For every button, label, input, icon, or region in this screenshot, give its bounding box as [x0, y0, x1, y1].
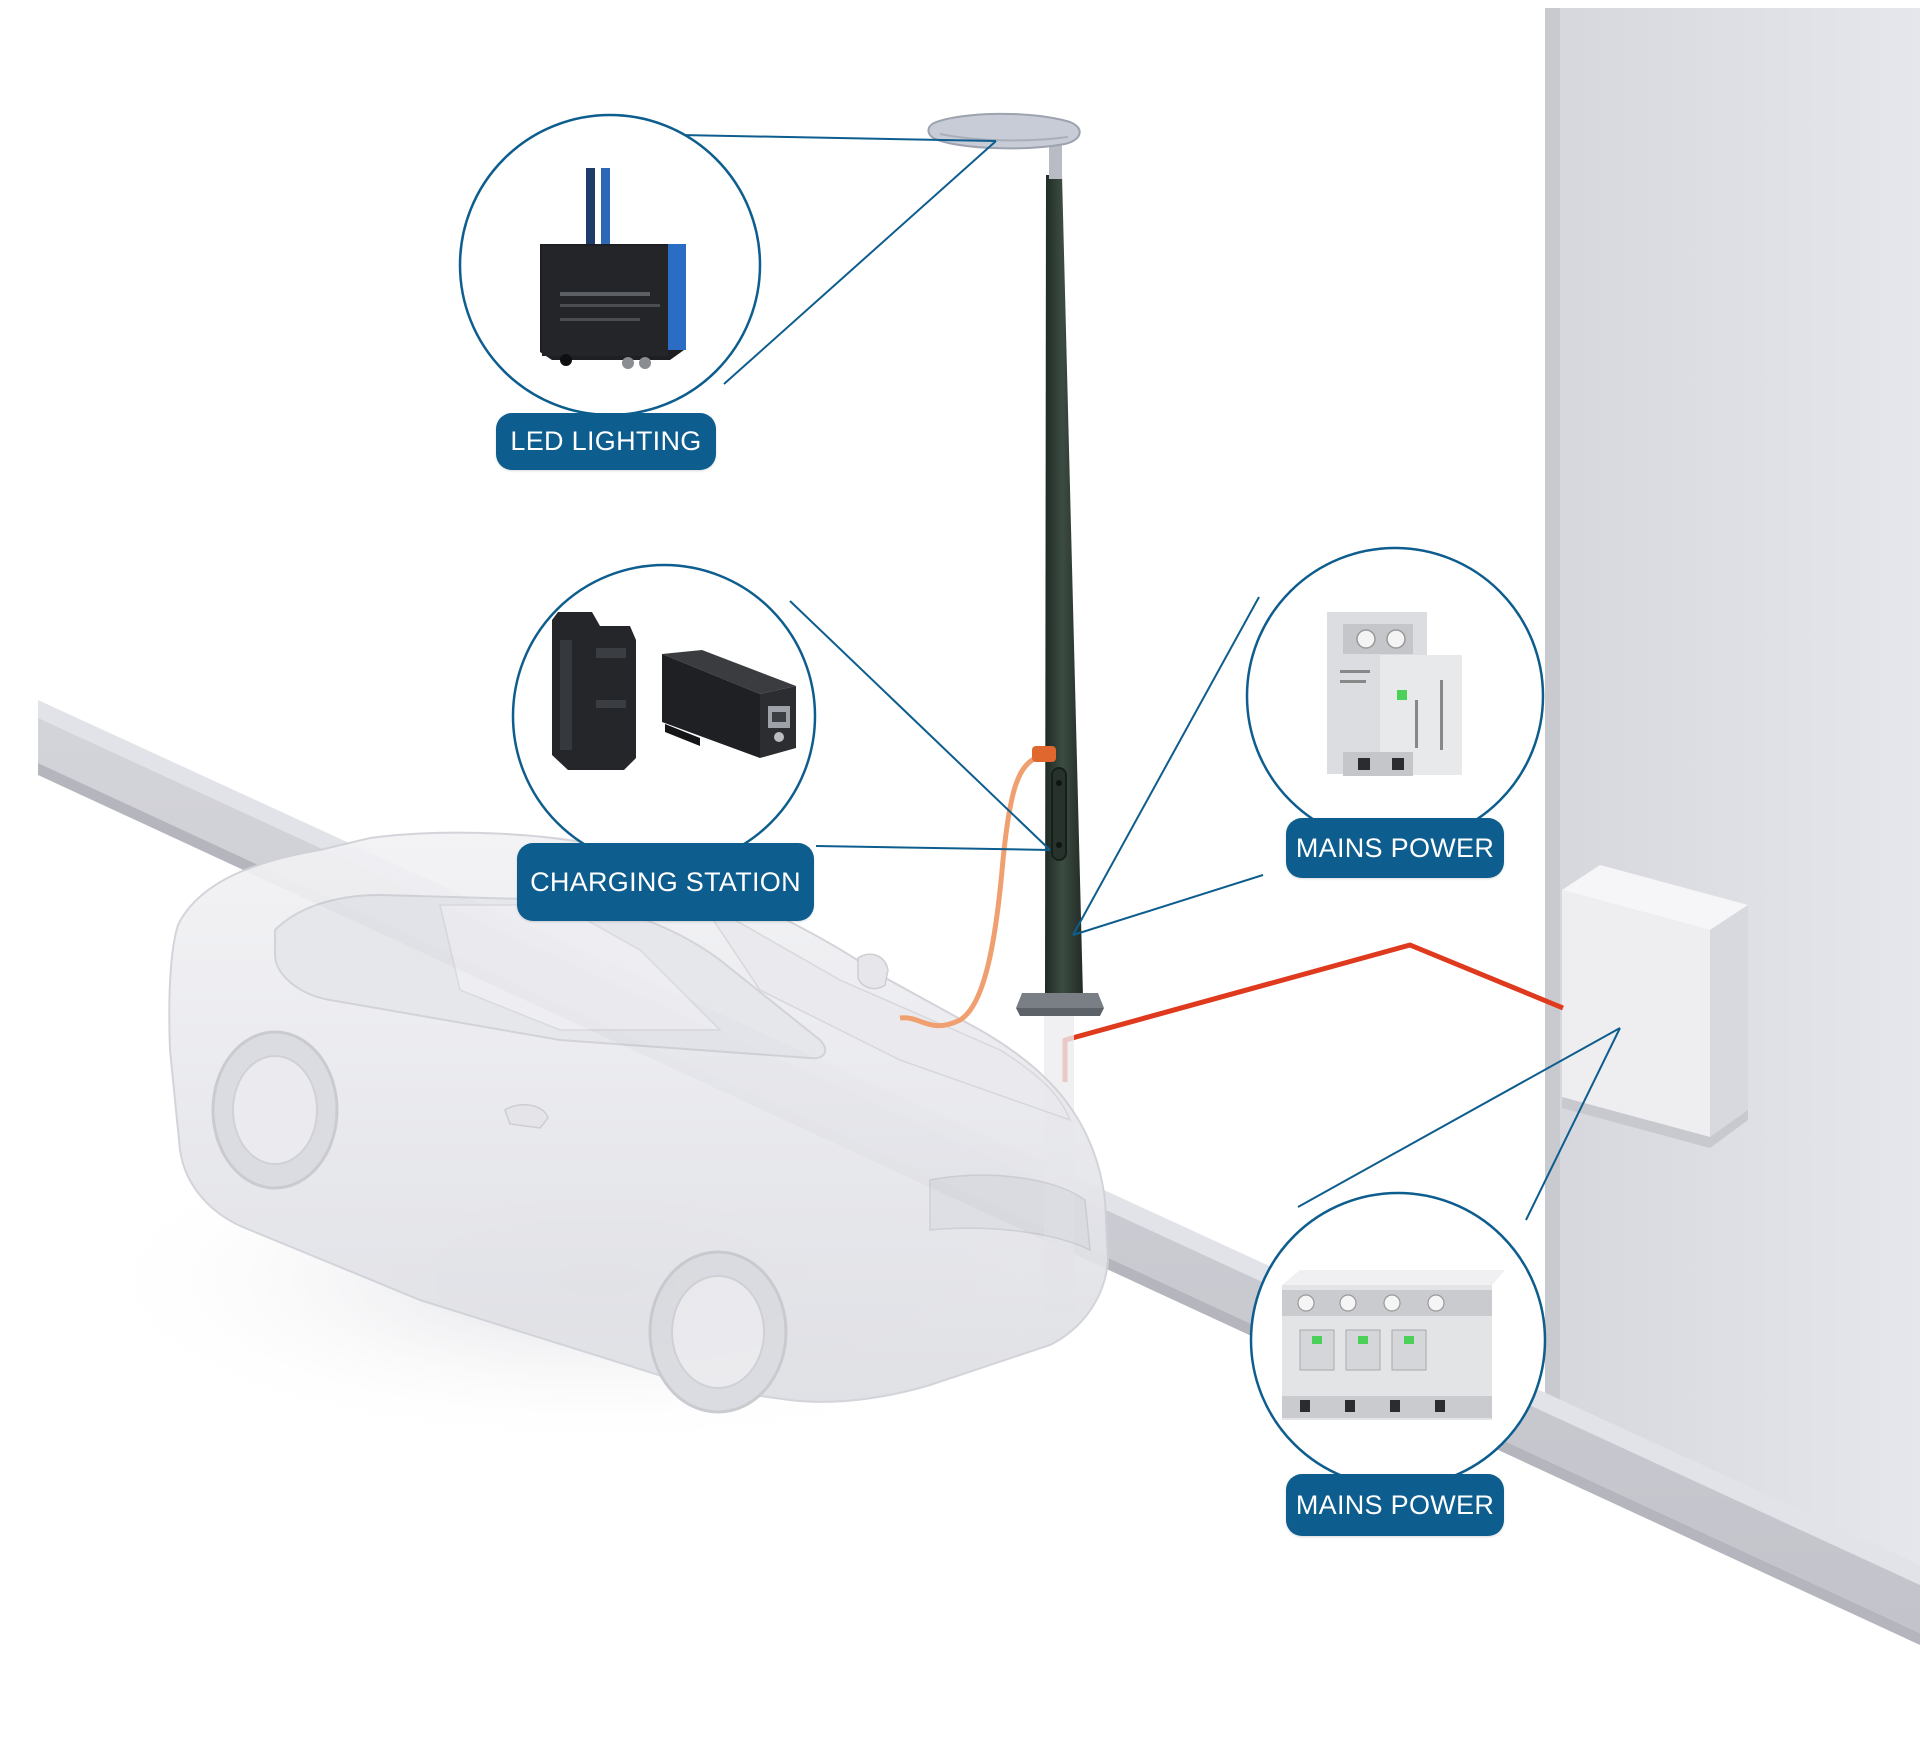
- label-charging-station: CHARGING STATION: [517, 843, 814, 921]
- lamp-pole: [1016, 175, 1104, 1016]
- callout-circle-charging: [511, 563, 817, 869]
- mains-cable: [1062, 942, 1564, 1082]
- label-mains-power-bottom: MAINS POWER: [1286, 1474, 1504, 1536]
- street-lamp: [927, 112, 1081, 179]
- ethernet-surge-protector: [662, 650, 796, 758]
- electric-car: [168, 831, 1110, 1414]
- led-surge-protector: [540, 168, 686, 369]
- four-pole-surge-arrester: [1282, 1270, 1505, 1420]
- charging-socket: [1032, 746, 1056, 762]
- label-led-lighting: LED LIGHTING: [496, 413, 716, 470]
- callout-lines: [626, 133, 1621, 1221]
- two-pole-surge-arrester: [1327, 612, 1462, 776]
- callout-circle-mains-top: [1245, 546, 1545, 846]
- building-wall: [1545, 8, 1920, 1573]
- callout-circle-led: [458, 113, 762, 417]
- label-mains-power-top: MAINS POWER: [1286, 818, 1504, 878]
- callout-circle-mains-bottom: [1249, 1191, 1547, 1489]
- din-rail-module: [552, 612, 636, 770]
- charging-cable: [899, 754, 1040, 1028]
- distribution-box: [1562, 865, 1748, 1148]
